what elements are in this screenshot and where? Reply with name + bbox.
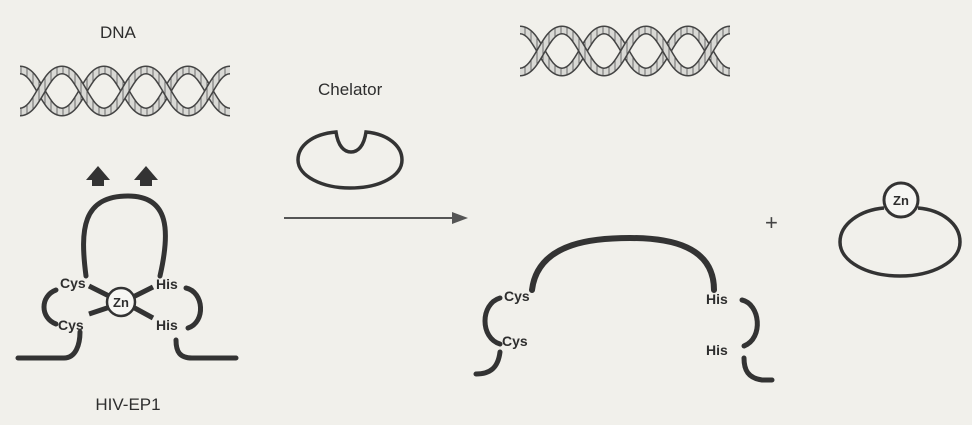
cys-label: Cys (502, 333, 528, 349)
zinc-finger-bound (18, 196, 236, 358)
his-label: His (706, 291, 728, 307)
dna-helix-left (20, 70, 230, 112)
apo-protein (476, 238, 772, 380)
reaction-arrow (284, 212, 468, 224)
zinc-label: Zn (893, 193, 909, 208)
his-label: His (156, 276, 178, 292)
chelator-label: Chelator (318, 80, 383, 99)
cys-label: Cys (58, 317, 84, 333)
his-label: His (156, 317, 178, 333)
cys-label: Cys (60, 275, 86, 291)
his-label: His (706, 342, 728, 358)
binding-arrow-icon (134, 166, 158, 186)
chelator-shape (298, 132, 402, 188)
plus-sign: + (765, 210, 778, 235)
zinc-label: Zn (113, 295, 129, 310)
binding-arrow-icon (86, 166, 110, 186)
protein-label: HIV-EP1 (95, 395, 160, 414)
cys-label: Cys (504, 288, 530, 304)
dna-label: DNA (100, 23, 137, 42)
dna-helix-right (520, 30, 730, 72)
